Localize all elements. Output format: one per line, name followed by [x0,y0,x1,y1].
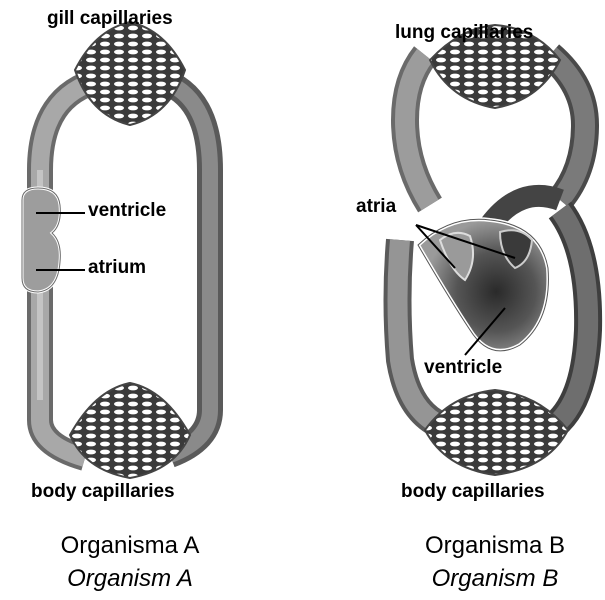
organism-b-body-capillary-bed [425,390,568,475]
lung-capillaries-label: lung capillaries [395,22,533,44]
organism-a-body-capillary-bed [70,383,190,478]
organism-b-caption-italic: Organism B [395,565,595,593]
atria-label: atria [356,196,396,218]
organism-a-heart [22,188,60,292]
organism-b-caption: Organisma B [395,532,595,560]
organism-a-caption-italic: Organism A [20,565,240,593]
atrium-a-label: atrium [88,257,146,279]
organism-a-caption: Organisma A [20,532,240,560]
ventricle-a-label: ventricle [88,200,166,222]
ventricle-b-label: ventricle [424,357,502,379]
organism-b-diagram [398,25,589,475]
body-capillaries-b-label: body capillaries [401,481,545,503]
organism-a-gill-capillary-bed [75,22,185,125]
gill-capillaries-label: gill capillaries [47,8,173,30]
organism-a-diagram [22,22,210,478]
body-capillaries-a-label: body capillaries [31,481,175,503]
